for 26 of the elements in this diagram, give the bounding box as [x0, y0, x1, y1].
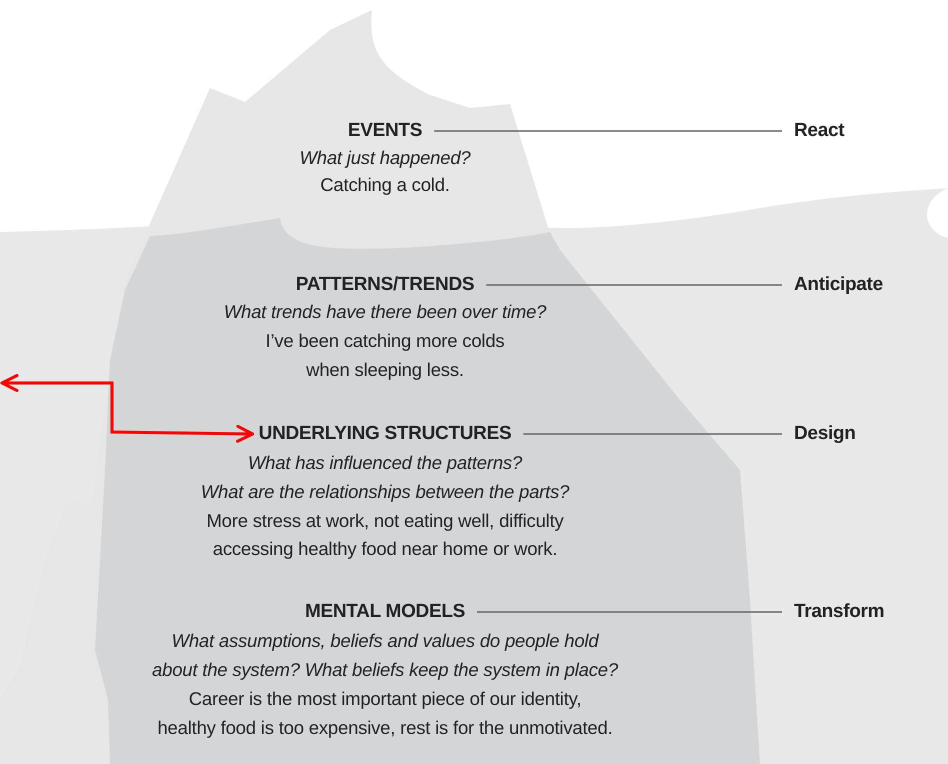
example-text: Catching a cold.	[320, 173, 450, 197]
example-text: More stress at work, not eating well, difficulty	[206, 509, 564, 533]
guiding-question: about the system? What beliefs keep the system in place?	[152, 658, 618, 682]
guiding-question: What just happened?	[299, 146, 471, 170]
connector-line	[434, 130, 782, 132]
example-text: when sleeping less.	[306, 358, 464, 382]
level-label: Anticipate	[794, 273, 883, 297]
guiding-question: What trends have there been over time?	[224, 300, 546, 324]
example-text: accessing healthy food near home or work.	[212, 537, 558, 561]
connector-line	[486, 284, 782, 286]
level-label: Design	[794, 422, 856, 446]
example-text: Career is the most important piece of our identity,	[188, 687, 582, 711]
level-heading: MENTAL MODELS	[304, 600, 466, 624]
example-text: I’ve been catching more colds	[266, 329, 504, 353]
level-label: Transform	[794, 600, 884, 624]
level-label: React	[794, 119, 844, 143]
level-heading: EVENTS	[348, 119, 422, 143]
example-text: healthy food is too expensive, rest is for the unmotivated.	[157, 716, 613, 740]
connector-line	[477, 611, 782, 613]
level-heading: UNDERLYING STRUCTURES	[258, 422, 512, 446]
level-heading: PATTERNS/TRENDS	[296, 273, 474, 297]
guiding-question: What assumptions, beliefs and values do people hold	[172, 629, 598, 653]
connector-line	[523, 433, 782, 435]
guiding-question: What has influenced the patterns?	[248, 451, 522, 475]
guiding-question: What are the relationships between the parts?	[200, 480, 570, 504]
arrow	[0, 374, 254, 443]
